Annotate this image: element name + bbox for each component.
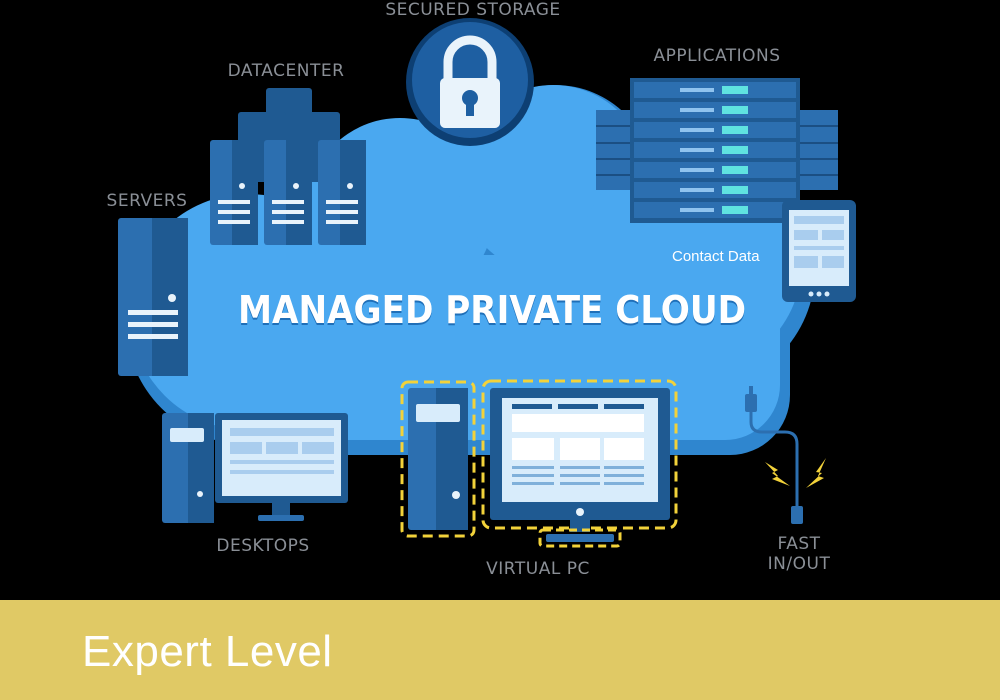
applications-label: APPLICATIONS [653, 46, 781, 66]
lightning-icon [765, 458, 826, 488]
desktops-label: DESKTOPS [216, 536, 310, 556]
diagram-title: MANAGED PRIVATE CLOUD [237, 288, 747, 332]
servers-label: SERVERS [106, 191, 188, 211]
in-out-label: IN/OUT [767, 554, 831, 574]
fast-label: FAST [777, 534, 821, 554]
cable-icon [745, 386, 803, 524]
lock-icon [406, 18, 534, 146]
secured-storage-label: SECURED STORAGE [385, 0, 561, 20]
diagram-artwork [118, 18, 856, 548]
footer-title: Expert Level [82, 627, 333, 676]
footer-band [0, 600, 1000, 700]
virtual-pc-label: VIRTUAL PC [486, 559, 590, 579]
tablet-icon [782, 200, 856, 302]
datacenter-label: DATACENTER [227, 61, 345, 81]
server-tower-icon [118, 218, 188, 376]
server-rack-icon [596, 78, 838, 223]
datacenter-icon [210, 88, 366, 245]
contact-data-label: Contact Data [672, 248, 760, 265]
virtual-pc-icon [400, 379, 678, 548]
desktop-icon [162, 413, 348, 523]
